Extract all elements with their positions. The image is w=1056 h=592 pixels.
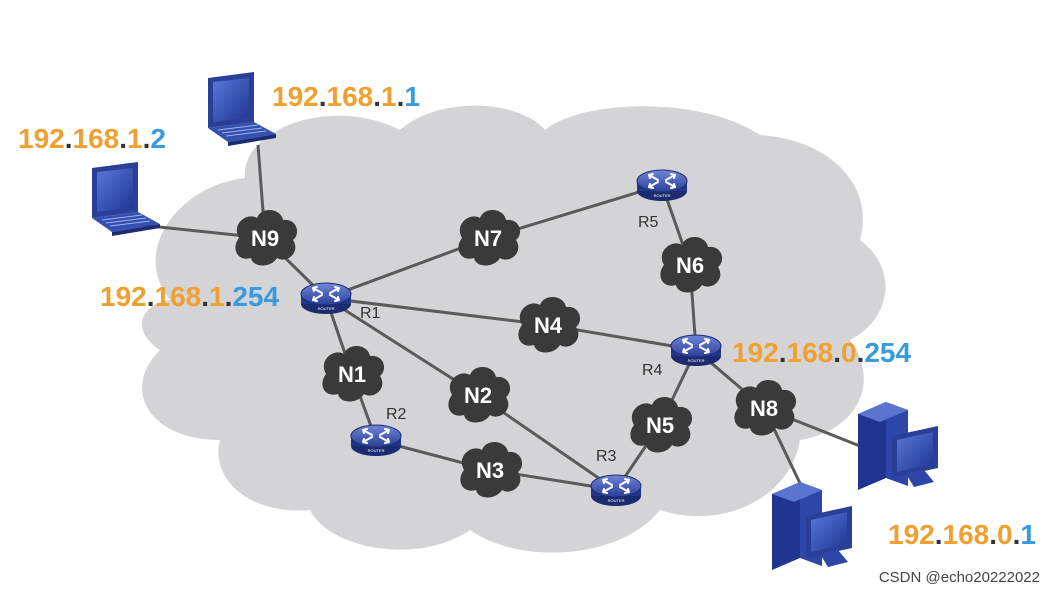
node-n3-label: N3 [476, 458, 504, 483]
ip-labels: 192.168.1.1 192.168.1.2 192.168.1.254 19… [18, 81, 1036, 550]
router-r3-icon [590, 474, 642, 507]
node-n2: N2 [448, 366, 511, 423]
router-r4-label: R4 [642, 362, 663, 379]
routers: R1 R2 R3 R4 R5 [300, 169, 722, 507]
node-n6: N6 [660, 236, 723, 293]
node-n6-label: N6 [676, 253, 704, 278]
node-n2-label: N2 [464, 383, 492, 408]
router-r1: R1 [300, 282, 381, 322]
node-n4: N4 [518, 296, 581, 353]
router-r4: R4 [642, 334, 722, 379]
node-n5-label: N5 [646, 413, 674, 438]
watermark-text: CSDN @echo20222022 [879, 569, 1040, 586]
ip-server: 192.168.0.1 [888, 519, 1036, 550]
network-cloud [141, 105, 886, 553]
node-n8-label: N8 [750, 396, 778, 421]
router-r1-label: R1 [360, 305, 381, 322]
router-r3-label: R3 [596, 448, 617, 465]
node-n4-label: N4 [534, 313, 563, 338]
computer-1-icon [858, 402, 938, 490]
laptop-2-icon [91, 161, 161, 237]
router-r2: R2 [350, 406, 407, 457]
ip-laptop2: 192.168.1.2 [18, 123, 166, 154]
router-r3: R3 [590, 448, 642, 507]
laptop-1-icon [207, 71, 277, 147]
router-r4-icon [670, 334, 722, 367]
node-n7: N7 [458, 209, 521, 266]
router-r5: R5 [636, 169, 688, 231]
router-r1-icon [300, 282, 352, 315]
ip-laptop1: 192.168.1.1 [272, 81, 420, 112]
router-r5-icon [636, 169, 688, 202]
link-r1-n2 [325, 296, 479, 397]
node-n7-label: N7 [474, 226, 502, 251]
ip-r1-gateway: 192.168.1.254 [100, 281, 280, 312]
node-n1-label: N1 [338, 362, 366, 387]
router-r5-label: R5 [638, 214, 659, 231]
node-n8: N8 [734, 379, 797, 436]
node-n5: N5 [630, 396, 693, 453]
computer-2-icon [772, 482, 852, 570]
node-n1: N1 [322, 345, 385, 402]
link-r1-n4 [325, 296, 549, 327]
node-n3: N3 [460, 441, 523, 498]
router-r2-label: R2 [386, 406, 407, 423]
router-r2-icon [350, 424, 402, 457]
ip-r4-gateway: 192.168.0.254 [732, 337, 912, 368]
node-n9: N9 [235, 209, 298, 266]
node-n9-label: N9 [251, 226, 279, 251]
network-nodes: N9 N7 N6 N4 N1 N2 N3 N5 [235, 209, 797, 498]
